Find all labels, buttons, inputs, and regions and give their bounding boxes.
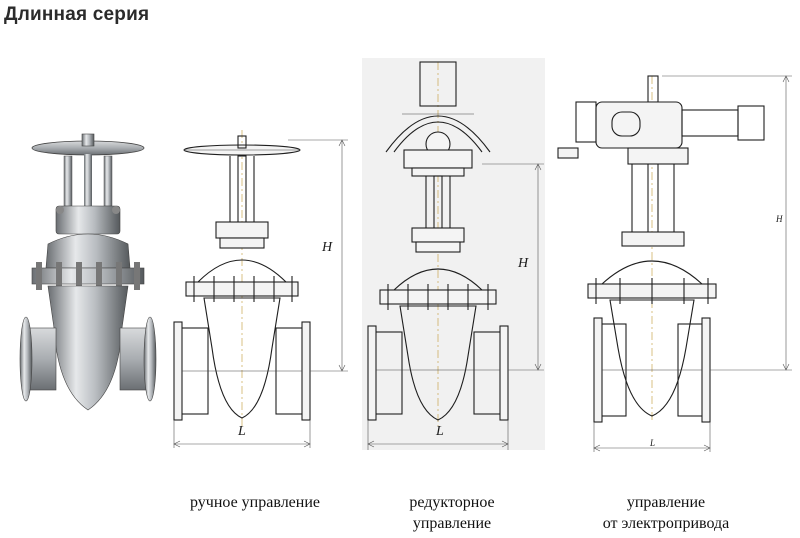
- drawing-manual: [173, 130, 348, 448]
- caption-electric-line-2: от электропривода: [602, 515, 730, 532]
- caption-gear-line-1: редукторное: [409, 494, 495, 511]
- caption-gear: редукторное управление: [380, 492, 524, 534]
- electric-dim-l: L: [650, 438, 656, 448]
- gear-background: [362, 58, 545, 450]
- valve-photo: [19, 133, 157, 411]
- manual-dim-h: H: [322, 240, 333, 255]
- manual-dim-l: L: [238, 424, 246, 439]
- caption-manual: ручное управление: [168, 492, 342, 513]
- page-title: Длинная серия: [4, 4, 150, 25]
- caption-gear-line-2: управление: [412, 515, 492, 532]
- caption-electric-line-1: управление: [626, 494, 706, 511]
- drawing-electric: [557, 75, 792, 452]
- drawing-gear: [367, 61, 544, 450]
- gear-dim-l: L: [436, 424, 444, 439]
- caption-manual-line-1: ручное управление: [189, 494, 320, 511]
- electric-dim-h: H: [776, 214, 783, 224]
- gear-dim-h: H: [518, 256, 529, 271]
- caption-electric: управление от электропривода: [576, 492, 756, 534]
